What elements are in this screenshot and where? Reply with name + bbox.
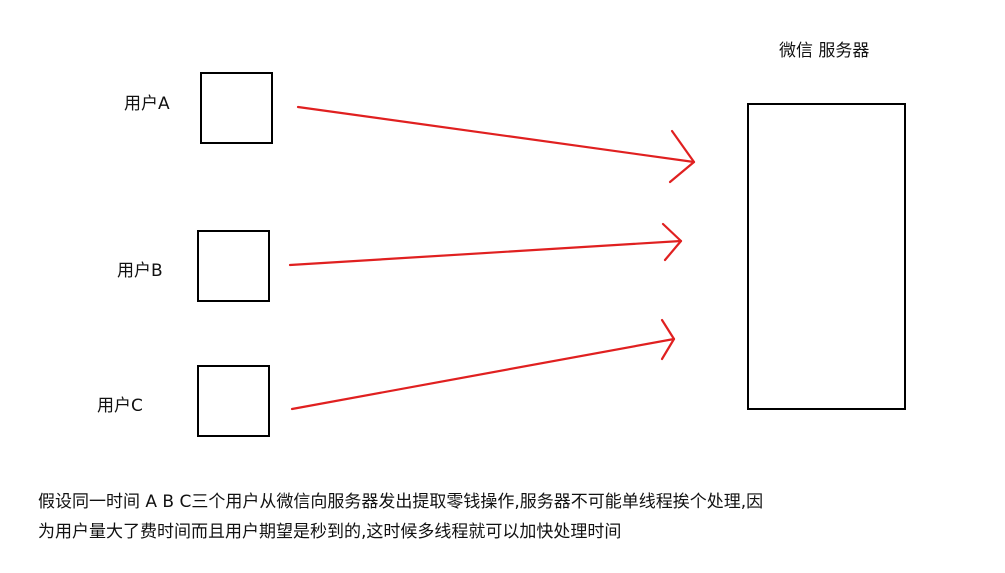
user-c-label: 用户C [97, 396, 143, 416]
arrow-user-c-to-server [290, 318, 676, 411]
caption-line-1: 假设同一时间 A B C三个用户从微信向服务器发出提取零钱操作,服务器不可能单线… [38, 492, 764, 512]
caption: 假设同一时间 A B C三个用户从微信向服务器发出提取零钱操作,服务器不可能单线… [38, 487, 968, 547]
caption-line-2: 为用户量大了费时间而且用户期望是秒到的,这时候多线程就可以加快处理时间 [38, 522, 622, 542]
arrow-user-a-to-server [296, 105, 696, 184]
user-c-box [197, 365, 270, 437]
user-a-box [200, 72, 273, 144]
server-label: 微信 服务器 [779, 41, 870, 61]
arrow-user-b-to-server [288, 222, 683, 267]
user-b-label: 用户B [117, 261, 163, 281]
user-a-label: 用户A [124, 94, 170, 114]
user-b-box [197, 230, 270, 302]
server-box [747, 103, 906, 410]
